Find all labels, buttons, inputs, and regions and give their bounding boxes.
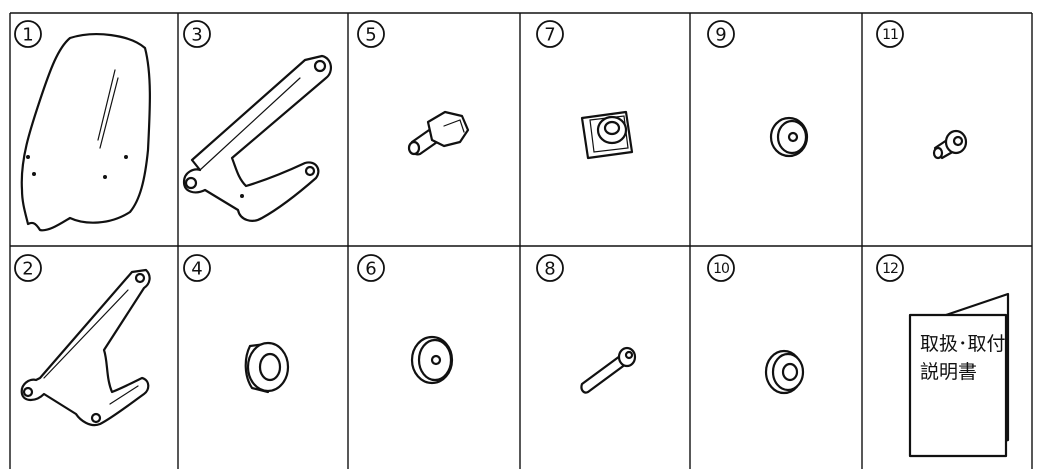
part-number-12: 12 xyxy=(877,255,903,281)
part-cell-9: 9 xyxy=(708,21,807,156)
washer-drawing xyxy=(771,118,807,156)
part-number-8: 8 xyxy=(537,255,563,281)
windscreen-drawing xyxy=(22,34,150,230)
part-number-7: 7 xyxy=(537,21,563,47)
svg-text:10: 10 xyxy=(713,261,729,277)
part-cell-3: 3 xyxy=(184,21,331,221)
part-cell-7: 7 xyxy=(537,21,632,158)
part-number-10: 10 xyxy=(708,255,734,281)
right-bracket-drawing xyxy=(184,56,331,221)
part-cell-6: 6 xyxy=(358,255,452,383)
rubber-washer-drawing xyxy=(766,351,803,393)
svg-text:11: 11 xyxy=(882,27,898,43)
svg-text:9: 9 xyxy=(715,25,726,46)
part-number-5: 5 xyxy=(358,21,384,47)
manual-title-line-1: 取扱･取付 xyxy=(920,333,1006,355)
manual-title-line-2: 説明書 xyxy=(920,361,977,383)
svg-text:1: 1 xyxy=(22,25,33,46)
part-number-4: 4 xyxy=(184,255,210,281)
collar-nut-drawing xyxy=(934,131,966,158)
part-cell-4: 4 xyxy=(184,255,288,392)
part-cell-12: 12 取扱･取付 説明書 xyxy=(877,255,1008,456)
square-nut-drawing xyxy=(582,112,632,158)
svg-text:5: 5 xyxy=(365,25,376,46)
hex-bolt-drawing xyxy=(409,112,468,154)
flat-washer-drawing xyxy=(412,337,452,383)
svg-text:2: 2 xyxy=(22,259,33,280)
part-number-3: 3 xyxy=(184,21,210,47)
part-cell-1: 1 xyxy=(15,21,150,230)
part-number-2: 2 xyxy=(15,255,41,281)
part-cell-11: 11 xyxy=(877,21,966,158)
part-cell-8: 8 xyxy=(537,255,635,393)
svg-text:8: 8 xyxy=(544,259,555,280)
svg-text:4: 4 xyxy=(191,259,202,280)
parts-grid xyxy=(10,13,1032,469)
part-number-6: 6 xyxy=(358,255,384,281)
instruction-manual-drawing: 取扱･取付 説明書 xyxy=(910,294,1008,456)
left-bracket-drawing xyxy=(22,270,150,425)
svg-text:3: 3 xyxy=(191,25,202,46)
svg-text:7: 7 xyxy=(544,25,555,46)
part-number-9: 9 xyxy=(708,21,734,47)
svg-text:12: 12 xyxy=(882,261,898,277)
part-number-1: 1 xyxy=(15,21,41,47)
svg-text:6: 6 xyxy=(365,259,376,280)
socket-screw-drawing xyxy=(581,348,635,393)
part-cell-2: 2 xyxy=(15,255,150,425)
part-cell-5: 5 xyxy=(358,21,468,154)
part-cell-10: 10 xyxy=(708,255,803,393)
part-number-11: 11 xyxy=(877,21,903,47)
rubber-collar-drawing xyxy=(246,343,288,392)
